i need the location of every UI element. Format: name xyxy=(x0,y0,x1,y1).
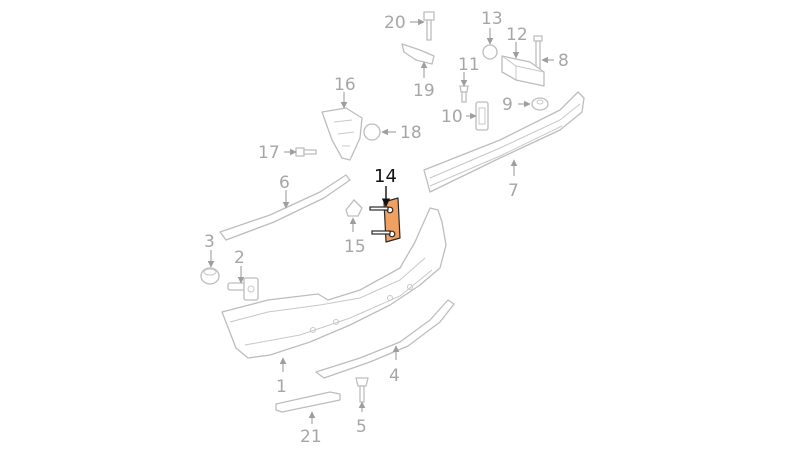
callout-5: 5 xyxy=(356,417,367,437)
part-4-lower-trim xyxy=(315,299,455,379)
callout-10: 10 xyxy=(441,107,463,127)
part-20-bolt xyxy=(423,11,435,41)
part-7-reinforcement-bar xyxy=(423,91,585,193)
part-13-cap xyxy=(482,44,498,60)
callout-9: 9 xyxy=(502,95,513,115)
part-1-bumper-cover xyxy=(221,207,447,359)
callout-16: 16 xyxy=(334,75,356,95)
callout-18: 18 xyxy=(400,123,422,143)
part-14-guide-bracket xyxy=(369,197,401,243)
part-15-clip xyxy=(345,199,363,217)
part-19-bracket xyxy=(401,43,435,65)
part-11-small-bolt xyxy=(459,85,469,103)
callout-17: 17 xyxy=(258,143,280,163)
callout-21: 21 xyxy=(300,427,322,447)
part-12-block xyxy=(501,55,545,87)
callout-6: 6 xyxy=(279,173,290,193)
callout-2: 2 xyxy=(234,248,245,268)
part-3-grommet xyxy=(200,267,220,285)
callout-15: 15 xyxy=(344,237,366,257)
callout-8: 8 xyxy=(558,51,569,71)
callout-12: 12 xyxy=(506,25,528,45)
part-17-small-bolt xyxy=(295,147,317,157)
leader-lines xyxy=(207,18,554,424)
part-2-bolt-bracket xyxy=(227,277,259,301)
callout-3: 3 xyxy=(204,232,215,252)
part-9-nut xyxy=(531,97,549,111)
callout-13: 13 xyxy=(481,9,503,29)
part-5-screw xyxy=(355,377,369,403)
callout-19: 19 xyxy=(413,81,435,101)
part-8-bolt xyxy=(533,35,543,70)
callout-4: 4 xyxy=(389,366,400,386)
part-10-clip xyxy=(475,101,489,131)
callout-7: 7 xyxy=(508,181,519,201)
part-21-trim-strip xyxy=(275,391,341,413)
callout-11: 11 xyxy=(458,55,480,75)
callout-labels: 1 2 3 4 5 6 7 8 9 10 11 12 13 14 15 16 1… xyxy=(204,9,569,447)
callout-1: 1 xyxy=(276,377,287,397)
part-18-grommet xyxy=(363,123,381,141)
callout-20: 20 xyxy=(384,13,406,33)
part-16-side-bracket xyxy=(321,107,363,161)
callout-14: 14 xyxy=(374,166,397,187)
